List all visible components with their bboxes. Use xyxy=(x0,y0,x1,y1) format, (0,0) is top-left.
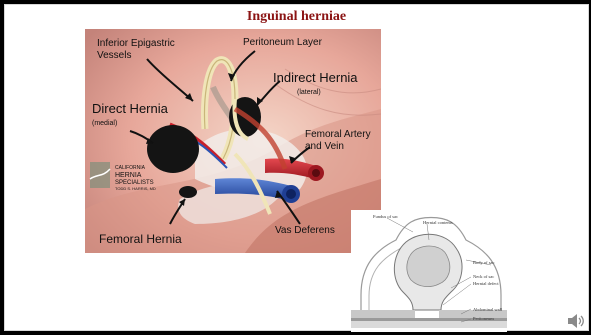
logo-line-2: HERNIA xyxy=(115,172,142,179)
logo-line-1: CALIFORNIA xyxy=(115,165,146,171)
label-peritoneum: Peritoneum xyxy=(473,316,494,321)
label-hernial-contents: Hernial contents xyxy=(423,220,453,225)
speaker-icon[interactable] xyxy=(565,310,587,332)
hernia-sac-diagram: Fundus of sac Hernial contents Body of s… xyxy=(351,210,507,332)
label-femoral-artery-2: and Vein xyxy=(305,141,344,152)
label-indirect-hernia: Indirect Hernia xyxy=(273,70,358,85)
femoral-hernia-blob xyxy=(179,186,197,198)
label-abdominal-wall: Abdominal wall xyxy=(473,307,503,312)
label-neck-of-sac: Neck of sac xyxy=(473,274,494,279)
label-inferior-epigastric-2: Vessels xyxy=(97,50,131,61)
label-direct-hernia-sub: (medial) xyxy=(92,120,117,127)
label-body-of-sac: Body of sac xyxy=(473,260,495,265)
label-peritoneum-layer: Peritoneum Layer xyxy=(243,37,323,48)
direct-hernia-blob xyxy=(147,125,199,173)
inguinal-hernia-illustration: CALIFORNIA HERNIA SPECIALISTS TODD S. HA… xyxy=(85,29,381,253)
label-vas-deferens: Vas Deferens xyxy=(275,225,335,236)
label-femoral-artery-1: Femoral Artery xyxy=(305,129,371,140)
abdominal-wall xyxy=(351,310,415,318)
hernial-contents xyxy=(407,246,450,287)
label-femoral-hernia: Femoral Hernia xyxy=(99,232,182,246)
label-direct-hernia: Direct Hernia xyxy=(92,101,169,116)
logo-line-4: TODD S. HARRIS, MD xyxy=(115,186,156,191)
label-fundus-of-sac: Fundus of sac xyxy=(373,214,398,219)
slide: Inguinal herniae xyxy=(4,4,589,331)
label-hernial-defect: Hernial defect xyxy=(473,281,499,286)
slide-title: Inguinal herniae xyxy=(5,9,588,25)
label-inferior-epigastric-1: Inferior Epigastric xyxy=(97,38,175,49)
label-indirect-hernia-sub: (lateral) xyxy=(297,89,321,96)
